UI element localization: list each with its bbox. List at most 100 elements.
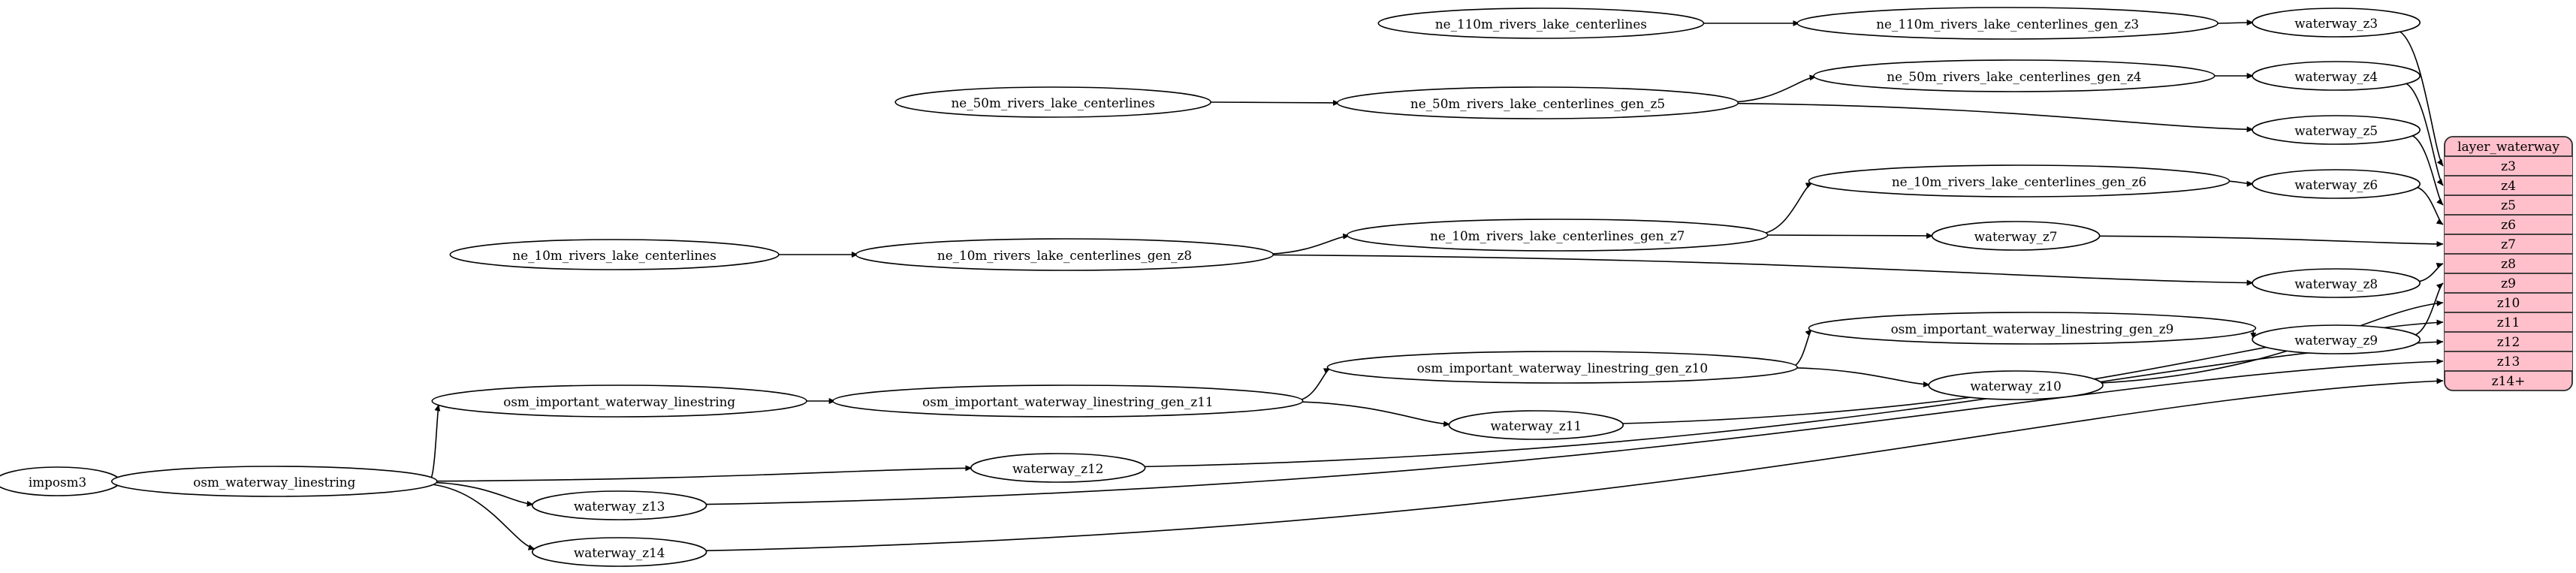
node-ellipse	[2252, 268, 2421, 298]
node-ellipse	[431, 385, 807, 418]
node-ellipse	[2252, 169, 2421, 199]
edge-osm_waterway_linestring-to-waterway_z12	[435, 465, 973, 482]
row-label: z6	[2501, 218, 2516, 233]
table-row-z6[interactable]: z6	[2445, 214, 2572, 234]
table-row-z7[interactable]: z7	[2445, 234, 2572, 254]
edge-waterway_z3-to-row_z3	[2400, 31, 2444, 167]
table-row-z11[interactable]: z11	[2445, 312, 2572, 332]
node-label: ne_10m_rivers_lake_centerlines_gen_z6	[1892, 174, 2146, 189]
table-row-z8[interactable]: z8	[2445, 253, 2572, 273]
row-label: z10	[2497, 296, 2520, 311]
node-waterway_z9[interactable]: waterway_z9	[2252, 324, 2421, 354]
row-bg	[2445, 273, 2572, 293]
edge-waterway_z8-to-row_z8	[2418, 262, 2444, 282]
row-bg	[2445, 176, 2572, 195]
node-ellipse	[1928, 370, 2104, 400]
row-bg	[2445, 332, 2572, 351]
node-ellipse	[2252, 324, 2421, 354]
edge-waterway_z7-to-row_z7	[2098, 235, 2444, 247]
node-waterway_z11[interactable]: waterway_z11	[1448, 410, 1624, 440]
node-waterway_z5[interactable]: waterway_z5	[2252, 115, 2421, 145]
node-waterway_z14[interactable]: waterway_z14	[531, 537, 707, 567]
node-ellipse	[2252, 115, 2421, 145]
table-row-z10[interactable]: z10	[2445, 292, 2572, 312]
row-label: z3	[2501, 159, 2516, 174]
node-label: ne_10m_rivers_lake_centerlines_gen_z7	[1430, 228, 1685, 243]
node-osm_important_waterway_linestring_gen_z9[interactable]: osm_important_waterway_linestring_gen_z9	[1808, 312, 2257, 345]
node-osm_important_waterway_linestring_gen_z11[interactable]: osm_important_waterway_linestring_gen_z1…	[832, 385, 1304, 418]
node-osm_waterway_linestring[interactable]: osm_waterway_linestring	[110, 466, 438, 497]
node-label: waterway_z12	[1012, 461, 1104, 476]
node-waterway_z4[interactable]: waterway_z4	[2252, 61, 2421, 91]
node-waterway_z13[interactable]: waterway_z13	[531, 490, 707, 520]
node-waterway_z6[interactable]: waterway_z6	[2252, 169, 2421, 199]
edge-waterway_z6-to-row_z6	[2416, 186, 2444, 225]
table-row-z5[interactable]: z5	[2445, 195, 2572, 215]
node-label: ne_110m_rivers_lake_centerlines	[1435, 17, 1647, 32]
node-ellipse	[531, 490, 707, 520]
row-bg	[2445, 312, 2572, 332]
edge-waterway_z14-to-row_z14p	[704, 378, 2444, 552]
row-bg	[2445, 195, 2572, 215]
node-ne_50m_rivers_lake_centerlines[interactable]: ne_50m_rivers_lake_centerlines	[894, 86, 1211, 118]
edge-waterway_z4-to-row_z4	[2406, 83, 2444, 186]
node-ellipse	[1813, 59, 2216, 92]
node-waterway_z10[interactable]: waterway_z10	[1928, 370, 2104, 400]
node-label: waterway_z7	[1974, 229, 2058, 244]
node-ellipse	[970, 453, 1146, 483]
edge-ne_10m_rivers_lake_centerlines_gen_z6-to-waterway_z6	[2227, 180, 2254, 187]
node-ne_10m_rivers_lake_centerlines_gen_z8[interactable]: ne_10m_rivers_lake_centerlines_gen_z8	[855, 238, 1274, 271]
edge-ne_50m_rivers_lake_centerlines_gen_z5-to-ne_50m_rivers_lake_centerlines_gen_z4	[1736, 74, 1817, 103]
node-label: ne_50m_rivers_lake_centerlines_gen_z5	[1410, 96, 1665, 111]
node-label: osm_important_waterway_linestring_gen_z1…	[1417, 360, 1708, 375]
table-row-z14plus[interactable]: z14+	[2445, 370, 2572, 389]
row-label: z7	[2501, 237, 2516, 252]
node-ne_10m_rivers_lake_centerlines_gen_z6[interactable]: ne_10m_rivers_lake_centerlines_gen_z6	[1808, 164, 2231, 198]
edge-osm_waterway_linestring-to-osm_important_waterway_linestring	[430, 404, 441, 478]
row-label: z8	[2501, 257, 2516, 272]
node-ellipse	[1808, 164, 2231, 198]
node-osm_important_waterway_linestring_gen_z10[interactable]: osm_important_waterway_linestring_gen_z1…	[1326, 351, 1798, 384]
node-ne_50m_rivers_lake_centerlines_gen_z4[interactable]: ne_50m_rivers_lake_centerlines_gen_z4	[1813, 59, 2216, 92]
row-bg	[2445, 234, 2572, 254]
node-ellipse	[1448, 410, 1624, 440]
table-row-z12[interactable]: z12	[2445, 331, 2572, 351]
node-ellipse	[1336, 86, 1739, 119]
table-row-z3[interactable]: z3	[2445, 155, 2572, 176]
row-label: z9	[2501, 276, 2516, 291]
layer-waterway-table[interactable]: layer_waterwayz3z4z5z6z7z8z9z10z11z12z13…	[2444, 136, 2573, 391]
row-label: z13	[2497, 354, 2520, 369]
row-bg	[2445, 293, 2572, 312]
node-label: waterway_z9	[2294, 333, 2378, 348]
node-waterway_z8[interactable]: waterway_z8	[2252, 268, 2421, 298]
node-ne_10m_rivers_lake_centerlines[interactable]: ne_10m_rivers_lake_centerlines	[449, 239, 780, 270]
row-bg	[2445, 215, 2572, 234]
node-ne_50m_rivers_lake_centerlines_gen_z5[interactable]: ne_50m_rivers_lake_centerlines_gen_z5	[1336, 86, 1739, 119]
node-ellipse	[2252, 61, 2421, 91]
table-row-z4[interactable]: z4	[2445, 175, 2572, 195]
node-waterway_z12[interactable]: waterway_z12	[970, 453, 1146, 483]
node-ellipse	[855, 238, 1274, 271]
node-label: ne_50m_rivers_lake_centerlines	[951, 95, 1154, 110]
node-ne_110m_rivers_lake_centerlines_gen_z3[interactable]: ne_110m_rivers_lake_centerlines_gen_z3	[1796, 7, 2219, 40]
node-ne_110m_rivers_lake_centerlines[interactable]: ne_110m_rivers_lake_centerlines	[1377, 8, 1705, 39]
row-bg	[2445, 351, 2572, 371]
node-imposm3[interactable]: imposm3	[0, 466, 121, 496]
table-row-z13[interactable]: z13	[2445, 351, 2572, 371]
node-osm_important_waterway_linestring[interactable]: osm_important_waterway_linestring	[431, 385, 807, 418]
node-waterway_z3[interactable]: waterway_z3	[2252, 8, 2421, 38]
edge-osm_important_waterway_linestring_gen_z11-to-waterway_z11	[1300, 401, 1451, 427]
node-label: waterway_z6	[2294, 177, 2378, 192]
edge-osm_waterway_linestring-to-waterway_z14	[432, 484, 535, 550]
node-ellipse	[832, 385, 1304, 418]
node-label: osm_important_waterway_linestring	[503, 394, 735, 409]
row-bg	[2445, 254, 2572, 273]
edge-osm_waterway_linestring-to-waterway_z13	[435, 481, 534, 507]
node-ne_10m_rivers_lake_centerlines_gen_z7[interactable]: ne_10m_rivers_lake_centerlines_gen_z7	[1346, 219, 1769, 252]
edge-ne_50m_rivers_lake_centerlines-to-ne_50m_rivers_lake_centerlines_gen_z5	[1209, 100, 1340, 106]
edge-ne_10m_rivers_lake_centerlines_gen_z8-to-waterway_z8	[1271, 254, 2254, 286]
node-waterway_z7[interactable]: waterway_z7	[1931, 221, 2101, 251]
table-row-z9[interactable]: z9	[2445, 273, 2572, 293]
node-label: waterway_z5	[2294, 123, 2378, 138]
